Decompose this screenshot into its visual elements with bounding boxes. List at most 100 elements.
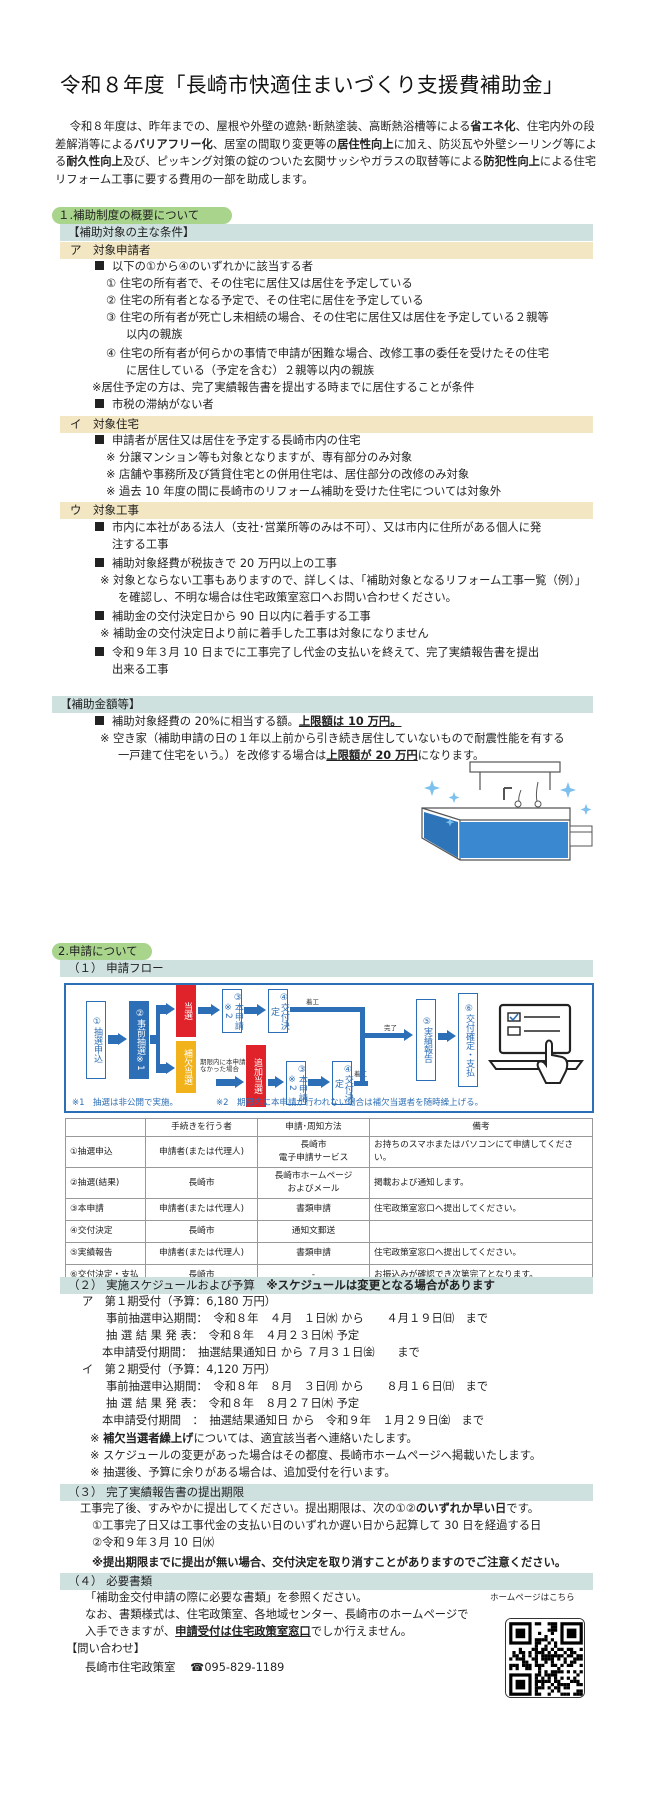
flow-arrow [365,1033,405,1038]
flow-arrow [268,1079,276,1086]
bullet-square [95,435,104,444]
amount-heading: 【補助金額等】 [52,696,593,713]
amount-note: ※ 空き家（補助申請の日の１年以上前から引き続き居住していないもので耐震性能を有… [100,732,565,745]
documents-heading: （４） 必要書類 [60,1573,593,1590]
flow-step-grant-decision: ④交付決定 [268,989,289,1033]
table-cell: 通知文郵送 [257,1220,370,1244]
housing-note: ※ 分譲マンション等も対象となりますが、専有部分のみ対象 [106,451,413,464]
page-title: 令和８年度「長崎市快適住まいづくり支援費補助金」 [60,73,564,97]
report-line: ①工事完了日又は工事代金の支払い日のいずれか遅い日から起算して 30 日を経過す… [92,1519,542,1532]
table-header-row: 手続きを行う者 申請･周知方法 備考 [65,1117,593,1138]
flow-step-lottery-apply: ①抽選申込 [86,1001,106,1079]
flow-arrowhead [275,1076,284,1088]
table-cell: 住宅政策室窓口へ提出してください。 [369,1242,593,1266]
schedule-heading: （２） 実施スケジュールおよび予算 ※スケジュールは変更となる場合があります [60,1277,593,1294]
table-cell: 長崎市 電子申請サービス [257,1136,370,1169]
applicant-item: ④ 住宅の所有者が何らかの事情で申請が困難な場合、改修工事の委任を受けたその住宅 [106,347,550,360]
table-cell: ①抽選申込 [65,1136,146,1169]
applicant-item: ③ 住宅の所有者が死亡し未相続の場合、その住宅に居住又は居住を予定している２親等 [106,311,549,324]
documents-line: 「補助金交付申請の際に必要な書類」を参照ください。 [85,1591,368,1604]
schedule-period-2: イ 第２期受付（予算：4,120 万円） [82,1363,277,1376]
flow-arrow [156,1064,166,1073]
kitchen-illustration [421,761,593,861]
table-cell: お持ちのスマホまたはパソコンにて申請してください。 [369,1136,593,1169]
table-cell: 書類申請 [257,1198,370,1222]
procedure-table: 手続きを行う者 申請･周知方法 備考 ①抽選申込申請者(または代理人)長崎市 電… [65,1117,593,1288]
works-item: 市内に本社がある法人（支社･営業所等のみは不可）、又は市内に住所がある個人に発 [95,520,541,537]
table-header: 手続きを行う者 [145,1117,258,1138]
intro-paragraph: 令和８年度は、昨年までの、屋根や外壁の遮熱･断熱塗装、高断熱浴槽等による省エネ化… [55,120,597,186]
amount-note-cont: 一戸建て住宅をいう。）を改修する場合は上限額が 20 万円になります。 [118,749,485,762]
housing-lead: 申請者が居住又は居住を予定する長崎市内の住宅 [95,433,361,450]
flow-step-pre-lottery: ②事前抽選※1 [129,1001,149,1079]
table-cell: 申請者(または代理人) [145,1242,258,1266]
table-row: ③本申請申請者(または代理人)書類申請住宅政策室窓口へ提出してください。 [65,1198,593,1222]
flow-arrowhead [404,1029,413,1041]
report-line: ②令和９年３月 10 日㈬ [92,1536,215,1549]
bullet-square [95,716,104,725]
flow-arrow [244,1007,258,1014]
schedule-note: ※ スケジュールの変更があった場合はその都度、長崎市ホームページへ掲載いたします… [90,1449,542,1462]
works-note: ※ 対象とならない工事もありますので、詳しくは、「補助対象となるリフォーム工事一… [100,574,587,587]
flow-arrowhead [166,1062,175,1074]
applicant-lead: 以下の①から④のいずれかに該当する者 [95,259,313,276]
qr-code-pattern [506,1619,584,1697]
schedule-note: ※ 抽選後、予算に余りがある場合は、追加受付を行います。 [90,1466,396,1479]
conditions-heading: 【補助対象の主な条件】 [60,224,593,241]
qr-code[interactable] [505,1618,585,1698]
flow-arrow [290,1007,360,1012]
laptop-icon [488,1003,584,1084]
housing-note: ※ 店舗や事務所及び賃貸住宅との併用住宅は、居住部分の改修のみ対象 [106,468,470,481]
contact-info: 長崎市住宅政策室 ☎095-829-1189 [85,1661,285,1674]
section2-heading: 2.申請について [52,943,152,960]
table-cell: ④交付決定 [65,1220,146,1244]
table-header: 申請･周知方法 [257,1117,370,1138]
table-cell: 書類申請 [257,1242,370,1266]
works-item-cont: 出来る工事 [112,663,169,676]
flow-heading: （１） 申請フロー [60,960,593,977]
flow-arrow [308,1079,322,1086]
table-cell: ⑤実績報告 [65,1242,146,1266]
bullet-square [95,611,104,620]
schedule-line: 抽 選 結 果 発 表： 令和８年 ４月２３日㈭ 予定 [106,1329,360,1342]
table-row: ①抽選申込申請者(または代理人)長崎市 電子申請サービスお持ちのスマホまたはパソ… [65,1136,593,1169]
works-item: 補助金の交付決定日から 90 日以内に着手する工事 [95,609,371,626]
flow-note-2: ※2 期限内に本申請が行われない場合は補欠当選者を随時繰上げる。 [216,1098,484,1108]
bullet-square [95,522,104,531]
schedule-line: 本申請受付期間 ： 抽選結果通知日 から 令和９年 １月２９日㈮ まで [102,1414,485,1427]
documents-line: 入手できますが、申請受付は住宅政策室窓口でしか行えません。 [85,1625,413,1638]
amount-line: 補助対象経費の 20%に相当する額。上限額は 10 万円。 [95,714,402,731]
works-note: ※ 補助金の交付決定日より前に着手した工事は対象になりません [100,627,429,640]
flow-arrow [108,1035,118,1044]
table-row: ⑤実績報告申請者(または代理人)書類申請住宅政策室窓口へ提出してください。 [65,1242,593,1266]
schedule-line: 事前抽選申込期間： 令和８年 ４月 １日㈬ から ４月１９日㈰ まで [106,1312,489,1325]
works-heading: ウ 対象工事 [60,502,593,519]
schedule-line: 抽 選 結 果 発 表： 令和８年 ８月２７日㈭ 予定 [106,1397,360,1410]
table-row: ④交付決定長崎市通知文郵送 [65,1220,593,1244]
flow-badge-won: 当選 [176,985,196,1037]
table-cell: 長崎市 [145,1220,258,1244]
applicant-item: ① 住宅の所有者で、その住宅に居住又は居住を予定している [106,277,413,290]
table-cell [369,1220,593,1244]
flow-arrowhead [166,1003,175,1015]
table-cell: 長崎市ホームページ およびメール [257,1167,370,1200]
flow-arrow [360,1007,365,1086]
flow-arrowhead [235,1076,244,1088]
flow-label-complete: 完了 [384,1024,397,1032]
applicant-item-cont: に居住している（予定を含む）２親等以内の親族 [126,364,375,377]
flow-arrow [156,1005,166,1014]
table-cell: ③本申請 [65,1198,146,1222]
contact-heading: 【問い合わせ】 [66,1642,146,1655]
schedule-line: 本申請受付期間： 抽選結果通知日 から ７月３１日㈮ まで [102,1346,420,1359]
applicant-item: ② 住宅の所有者となる予定で、その住宅に居住を予定している [106,294,424,307]
flow-arrowhead [447,1030,456,1042]
bullet-square [95,399,104,408]
flow-arrowhead [321,1076,330,1088]
table-cell: 住宅政策室窓口へ提出してください。 [369,1198,593,1222]
flow-step-main-apply: ③本申請※2 [222,989,243,1033]
table-row: ②抽選(結果)長崎市長崎市ホームページ およびメール掲載および通知します。 [65,1167,593,1200]
report-warning: ※提出期限までに提出が無い場合、交付決定を取り消すことがありますのでご注意くださ… [92,1556,567,1569]
documents-line: なお、書類様式は、住宅政策室、各地域センター、長崎市のホームページで [85,1608,469,1621]
table-cell: 申請者(または代理人) [145,1198,258,1222]
works-item: 補助対象経費が税抜きで 20 万円以上の工事 [95,556,337,573]
